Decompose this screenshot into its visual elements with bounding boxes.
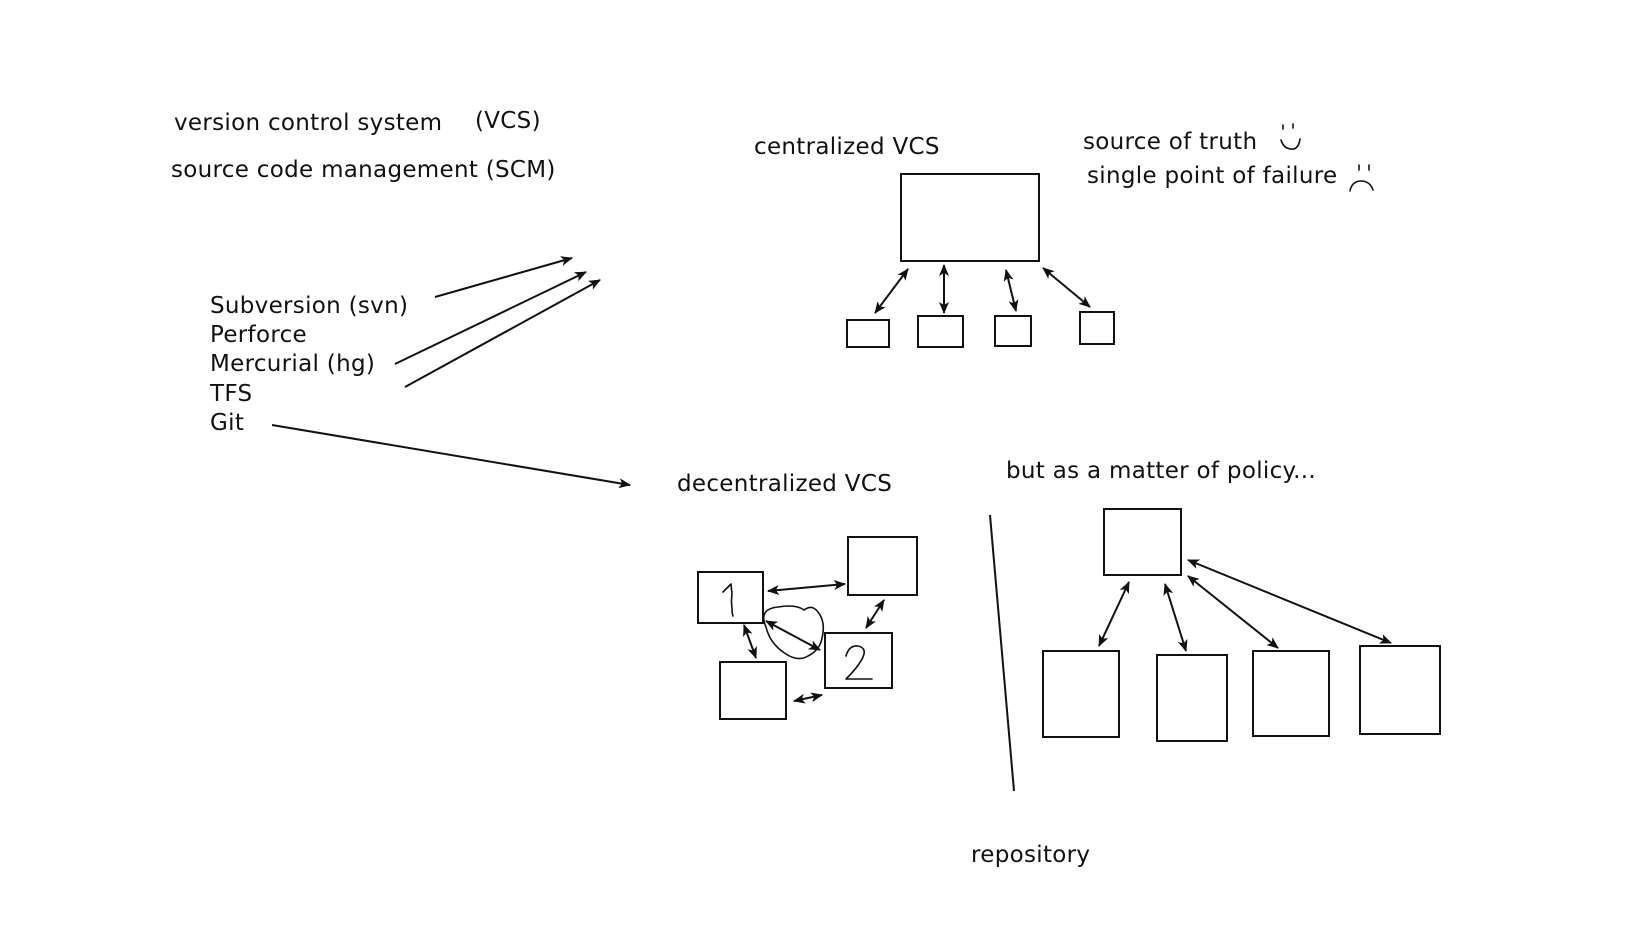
hub-arrow (1163, 583, 1188, 652)
vcs-term: version control system (174, 110, 443, 136)
hub-arrow (1187, 559, 1392, 644)
scribble-loop (762, 605, 825, 660)
client-box (1079, 311, 1115, 345)
peer-box (719, 661, 787, 720)
frowny-face-icon (1349, 164, 1374, 192)
repository-term: repository (971, 842, 1091, 868)
sync-arrow (874, 268, 909, 314)
client-box (994, 315, 1032, 347)
peer-arrow (767, 580, 846, 595)
spoke-box (1252, 650, 1330, 737)
tool-item: Perforce (210, 322, 307, 348)
policy-title: but as a matter of policy... (1006, 458, 1316, 484)
scm-term: source code management (SCM) (171, 157, 556, 183)
spoke-box (1042, 650, 1120, 738)
central-server-box (900, 173, 1040, 262)
arrow-perforce-to-centralized (394, 271, 587, 365)
peer-box-1 (697, 571, 764, 624)
arrow-git-to-decentralized (271, 424, 631, 489)
smiley-face-icon (1280, 123, 1301, 150)
spoke-box (1359, 645, 1441, 735)
sync-arrow (1003, 269, 1019, 312)
client-box (846, 319, 890, 348)
hub-arrow (1098, 581, 1130, 647)
peer-arrow-small (793, 692, 823, 704)
hub-arrow (1187, 575, 1279, 649)
peer-arrow (743, 624, 757, 659)
spoke-box (1156, 654, 1228, 742)
peer-arrow (765, 620, 821, 651)
handwritten-2 (845, 645, 873, 680)
tool-item: Git (210, 410, 245, 436)
client-box (917, 315, 964, 348)
sync-arrow (1042, 267, 1091, 308)
tool-item: Subversion (svn) (210, 293, 409, 319)
handwritten-1 (722, 583, 734, 617)
arrow-svn-to-centralized (434, 256, 573, 298)
con-single-point-of-failure: single point of failure (1087, 163, 1338, 189)
centralized-title: centralized VCS (754, 134, 940, 160)
tool-item: TFS (210, 381, 253, 407)
divider-line (989, 514, 1015, 792)
peer-box (847, 536, 918, 596)
tool-item: Mercurial (hg) (210, 351, 376, 377)
hub-box (1103, 508, 1182, 576)
arrow-mercurial-to-centralized (404, 279, 601, 388)
decentralized-title: decentralized VCS (677, 471, 893, 497)
peer-box-2 (824, 632, 893, 689)
vcs-abbreviation: (VCS) (475, 108, 541, 134)
peer-arrow (865, 599, 885, 629)
pro-source-of-truth: source of truth (1083, 129, 1258, 155)
